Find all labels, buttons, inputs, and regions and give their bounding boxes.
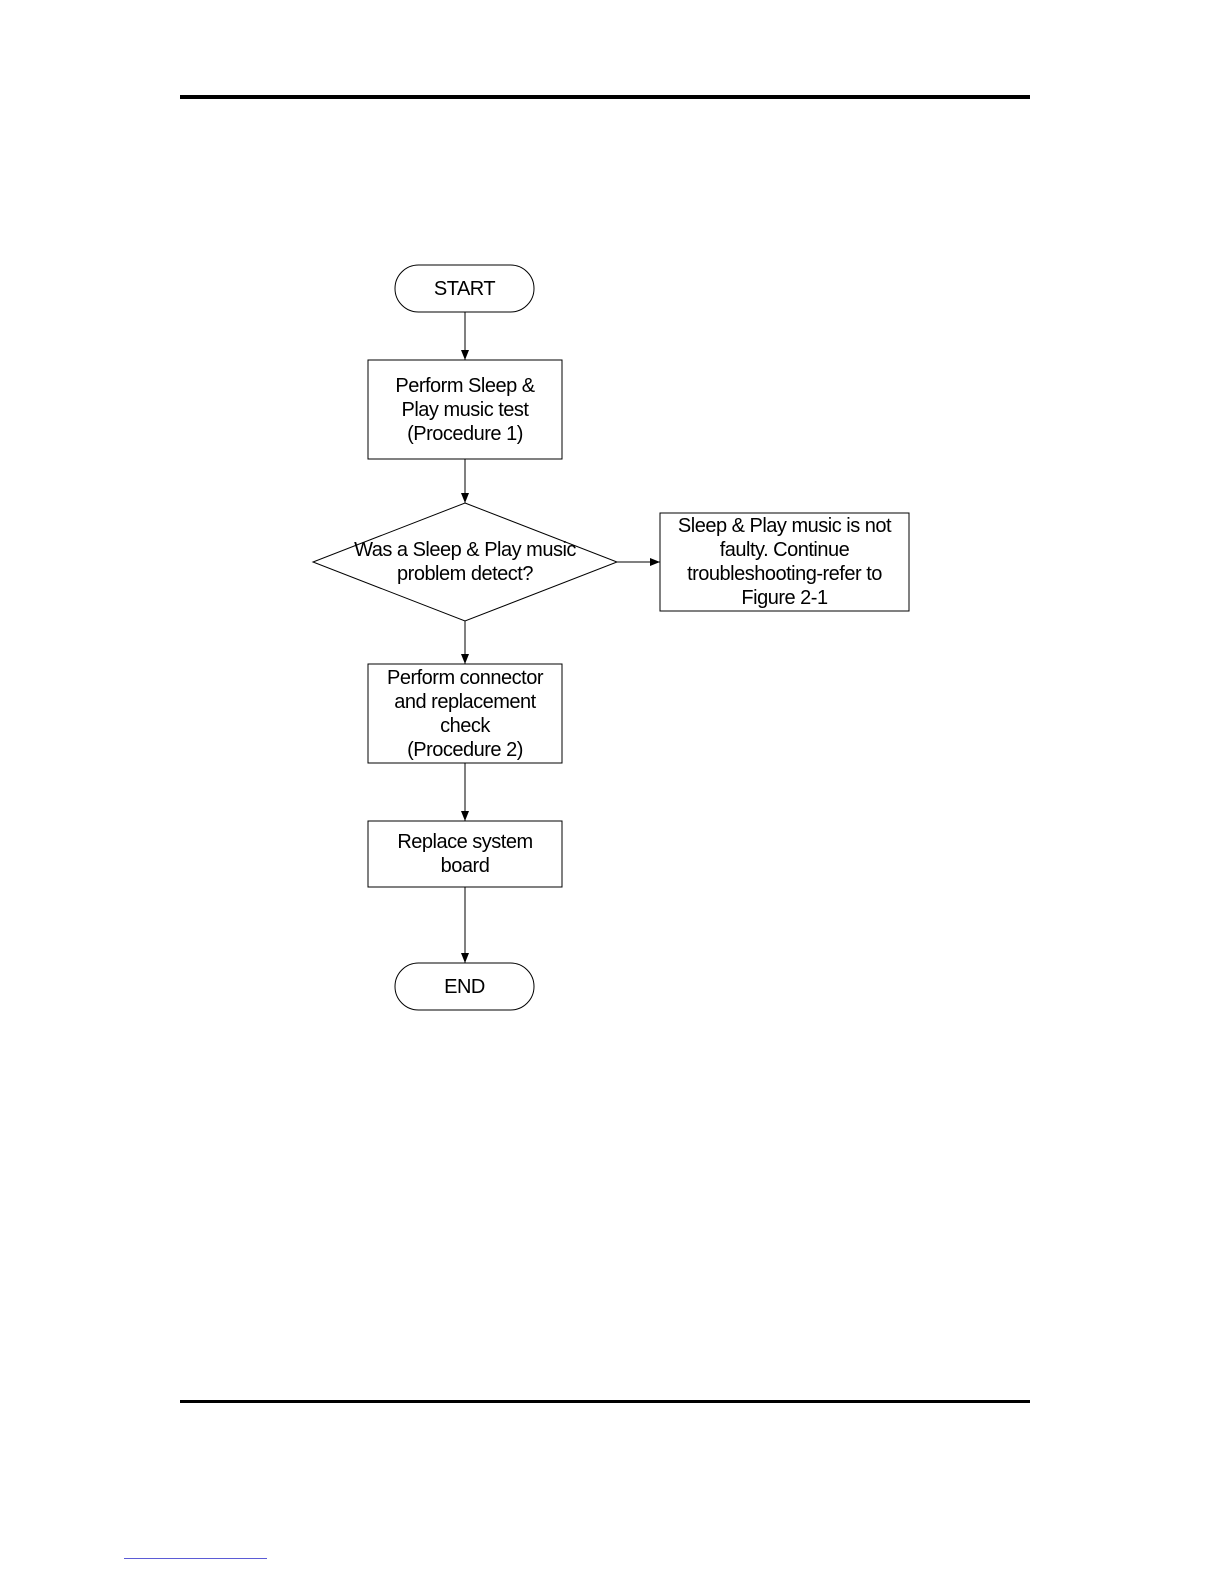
end-label: END xyxy=(395,963,534,1010)
side-result-label: Sleep & Play music is not faulty. Contin… xyxy=(660,513,909,611)
step1-label: Perform Sleep & Play music test (Procedu… xyxy=(368,360,562,459)
footnote-rule xyxy=(124,1558,267,1559)
start-label: START xyxy=(395,265,534,312)
footer-rule xyxy=(180,1400,1030,1403)
step3-label: Replace system board xyxy=(368,821,562,887)
step2-label: Perform connector and replacement check … xyxy=(368,664,562,763)
decision-label: Was a Sleep & Play music problem detect? xyxy=(313,503,617,621)
